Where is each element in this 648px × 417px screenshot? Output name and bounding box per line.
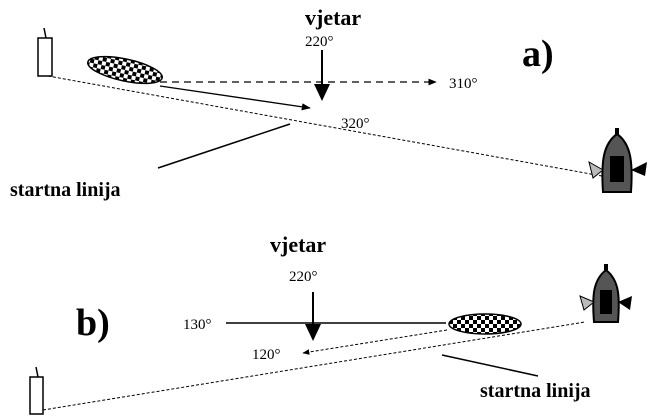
start-line-b	[42, 321, 586, 411]
wind-arrow-a	[314, 50, 330, 101]
wind-angle-a: 220°	[305, 34, 334, 50]
wind-angle-b: 220°	[289, 269, 318, 285]
checkered-boat-icon	[87, 55, 163, 85]
committee-boat-icon	[579, 264, 632, 323]
heading-label-320: 320°	[341, 116, 370, 132]
buoy-icon	[37, 27, 53, 77]
start-line-label-b: startna linija	[480, 380, 591, 402]
start-line-a	[47, 75, 603, 177]
start-line-pointer-a	[157, 123, 291, 169]
panel-tag-a: a)	[522, 33, 554, 75]
heading-label-120: 120°	[252, 347, 281, 363]
heading-label-130: 130°	[183, 317, 212, 333]
heading-label-310: 310°	[449, 76, 478, 92]
checkered-boat-icon	[448, 313, 522, 335]
start-line-pointer-b	[441, 354, 539, 377]
wind-label-a: vjetar	[305, 5, 361, 30]
start-line-label-a: startna linija	[10, 179, 121, 201]
committee-boat-icon	[588, 128, 647, 193]
panel-b: vjetar 220° 130° 120° b) startna linija	[29, 232, 632, 415]
buoy-icon	[29, 366, 44, 415]
heading-arrow-320	[159, 85, 311, 111]
panel-tag-b: b)	[76, 302, 110, 344]
wind-arrow-b	[305, 292, 321, 341]
heading-line-120	[302, 329, 448, 355]
panel-a: vjetar 220° 310° 320° a) startna linija	[10, 5, 647, 201]
wind-label-b: vjetar	[270, 232, 326, 257]
